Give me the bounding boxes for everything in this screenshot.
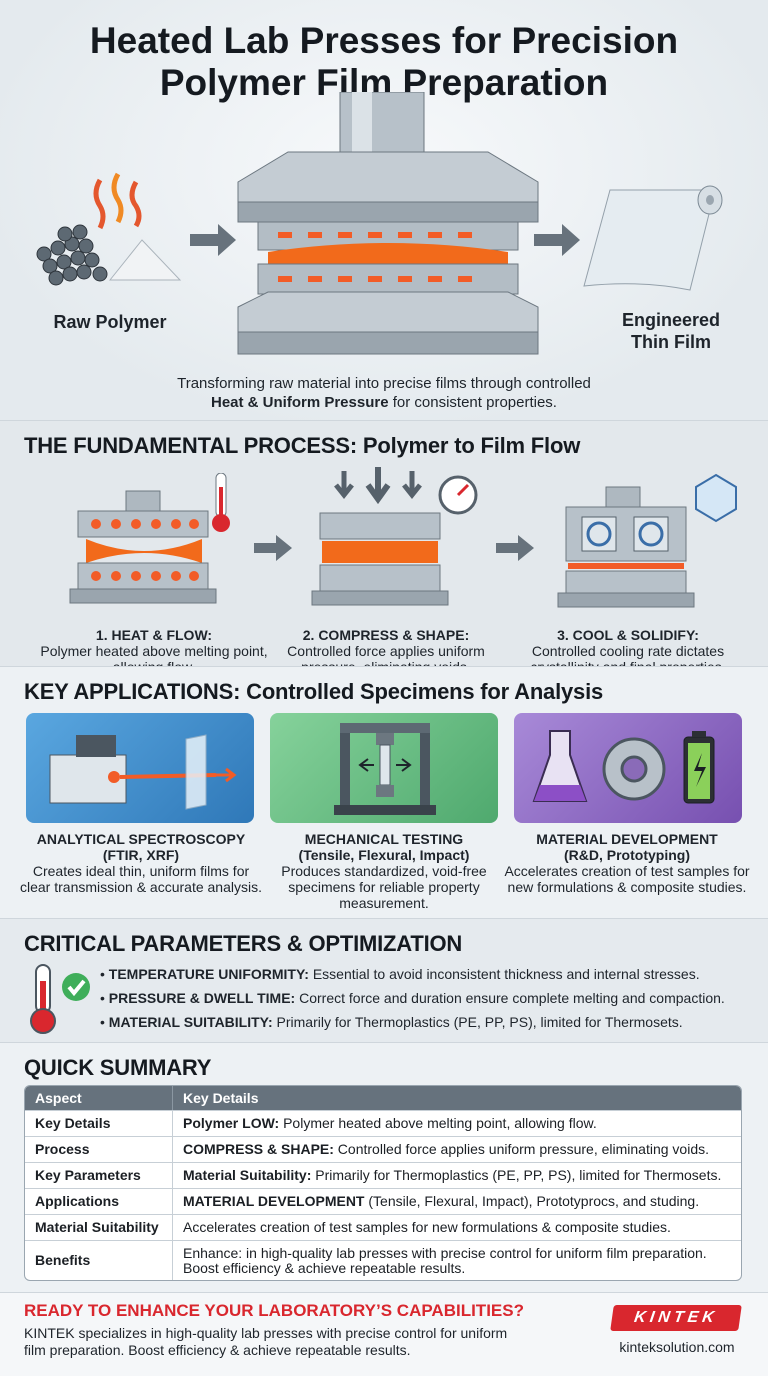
application-sub: (R&D, Prototyping) <box>564 847 690 863</box>
process-section: THE FUNDAMENTAL PROCESS: Polymer to Film… <box>0 420 768 675</box>
summary-heading: QUICK SUMMARY <box>24 1055 212 1080</box>
details-bold: COMPRESS & SHAPE: <box>183 1141 334 1157</box>
material-development-card <box>514 713 742 823</box>
compress-press-icon <box>311 467 478 606</box>
table-row: Applications MATERIAL DEVELOPMENT (Tensi… <box>25 1188 741 1214</box>
tagline-end: for consistent properties. <box>388 394 557 411</box>
parameters-section: CRITICAL PARAMETERS & OPTIMIZATION • TEM… <box>0 918 768 1042</box>
page-title-line1: Heated Lab Presses for Precision <box>89 20 679 61</box>
application-desc: Creates ideal thin, uniform films for cl… <box>20 863 262 895</box>
aspect-cell: Applications <box>25 1188 173 1214</box>
bullet-text: Primarily for Thermoplastics (PE, PP, PS… <box>272 1014 683 1030</box>
cta-text: KINTEK specializes in high-quality lab p… <box>24 1325 508 1358</box>
application-desc: Produces standardized, void-free specime… <box>281 863 487 911</box>
application-title: MATERIAL DEVELOPMENT <box>536 831 718 847</box>
spectroscopy-card <box>26 713 254 823</box>
table-row: Key Parameters Material Suitability: Pri… <box>25 1162 741 1188</box>
details-bold: Polymer LOW: <box>183 1115 280 1131</box>
kintek-logo[interactable]: KINTEK <box>610 1305 742 1331</box>
application-sub: (Tensile, Flexural, Impact) <box>298 847 470 863</box>
applications-heading: KEY APPLICATIONS: Controlled Specimens f… <box>24 679 604 704</box>
details-text: (Tensile, Flexural, Impact), Prototyproc… <box>364 1193 700 1209</box>
arrow-right-icon <box>534 224 580 256</box>
tagline-line1: Transforming raw material into precise f… <box>177 375 591 392</box>
raw-polymer-label: Raw Polymer <box>53 312 167 332</box>
details-cell: Polymer LOW: Polymer heated above meltin… <box>173 1110 741 1136</box>
heat-flow-press-icon <box>69 473 230 604</box>
bullet-label: TEMPERATURE UNIFORMITY: <box>108 966 309 982</box>
aspect-cell: Key Parameters <box>25 1162 173 1188</box>
details-cell: Enhance: in high-quality lab presses wit… <box>173 1240 741 1280</box>
tagline-line2: Heat & Uniform Pressure for consistent p… <box>0 393 768 412</box>
details-bold: MATERIAL DEVELOPMENT <box>183 1193 365 1209</box>
details-cell: MATERIAL DEVELOPMENT (Tensile, Flexural,… <box>173 1188 741 1214</box>
engineered-film-label-line1: Engineered <box>621 310 721 330</box>
parameter-bullet: • TEMPERATURE UNIFORMITY: Essential to a… <box>100 966 700 982</box>
table-row: Process COMPRESS & SHAPE: Controlled for… <box>25 1136 741 1162</box>
parameter-bullet: • MATERIAL SUITABILITY: Primarily for Th… <box>100 1014 683 1030</box>
summary-table: Aspect Key Details Key Details Polymer L… <box>24 1085 742 1281</box>
application-title: MECHANICAL TESTING <box>304 831 464 847</box>
application-desc: Accelerates creation of test samples for… <box>504 863 750 895</box>
thin-film-roll-icon <box>583 185 723 291</box>
application-mechanical-testing: MECHANICAL TESTING (Tensile, Flexural, I… <box>259 831 509 911</box>
hero-section: Heated Lab Presses for Precision Polymer… <box>0 0 768 420</box>
thermometer-check-icon <box>30 964 90 1034</box>
heated-press-illustration <box>237 92 539 355</box>
application-title: ANALYTICAL SPECTROSCOPY <box>36 831 246 847</box>
details-text: Accelerates creation of test samples for… <box>183 1219 671 1235</box>
application-sub: (FTIR, XRF) <box>102 847 180 863</box>
aspect-cell: Material Suitability <box>25 1214 173 1240</box>
tensile-tester-icon <box>334 723 436 815</box>
table-row: Benefits Enhance: in high-quality lab pr… <box>25 1240 741 1280</box>
bullet-text: Essential to avoid inconsistent thicknes… <box>308 966 700 982</box>
application-material-development: MATERIAL DEVELOPMENT (R&D, Prototyping) … <box>502 831 752 895</box>
polymer-pellets-icon <box>36 172 182 286</box>
arrow-right-icon <box>190 224 236 256</box>
tagline-emphasis: Heat & Uniform Pressure <box>211 394 389 411</box>
column-header: Key Details <box>173 1086 741 1110</box>
bullet-label: PRESSURE & DWELL TIME: <box>108 990 296 1006</box>
summary-section: QUICK SUMMARY Aspect Key Details Key Det… <box>0 1042 768 1292</box>
spectrometer-icon <box>49 734 237 810</box>
table-header-row: Aspect Key Details <box>25 1086 741 1110</box>
bullet-label: MATERIAL SUITABILITY: <box>108 1014 273 1030</box>
applications-section: KEY APPLICATIONS: Controlled Specimens f… <box>0 666 768 918</box>
step-title: 1. HEAT & FLOW: <box>95 627 213 643</box>
application-spectroscopy: ANALYTICAL SPECTROSCOPY (FTIR, XRF) Crea… <box>16 831 266 895</box>
step-title: 3. COOL & SOLIDIFY: <box>557 627 699 643</box>
column-header: Aspect <box>25 1086 173 1110</box>
aspect-cell: Key Details <box>25 1110 173 1136</box>
table-row: Key Details Polymer LOW: Polymer heated … <box>25 1110 741 1136</box>
aspect-cell: Process <box>25 1136 173 1162</box>
website-link[interactable]: kinteksolution.com <box>619 1339 735 1355</box>
hero-tagline: Transforming raw material into precise f… <box>0 374 768 412</box>
arrow-right-icon <box>254 535 292 561</box>
aspect-cell: Benefits <box>25 1240 173 1280</box>
details-bold: Material Suitability: <box>183 1167 312 1183</box>
details-text: Enhance: in high-quality lab presses wit… <box>183 1244 707 1276</box>
cta-section: READY TO ENHANCE YOUR LABORATORY’S CAPAB… <box>0 1292 768 1376</box>
cta-heading: READY TO ENHANCE YOUR LABORATORY’S CAPAB… <box>24 1301 524 1320</box>
details-cell: Accelerates creation of test samples for… <box>173 1214 741 1240</box>
engineered-film-label-line2: Thin Film <box>631 332 711 352</box>
details-text: Controlled force applies uniform pressur… <box>333 1141 709 1157</box>
details-text: Polymer heated above melting point, allo… <box>279 1115 597 1131</box>
bullet-text: Correct force and duration ensure comple… <box>295 990 725 1006</box>
details-text: Primarily for Thermoplastics (PE, PP, PS… <box>311 1167 722 1183</box>
arrow-right-icon <box>496 535 534 561</box>
cool-solidify-press-icon <box>557 473 737 608</box>
mechanical-testing-card <box>270 713 498 823</box>
parameters-heading: CRITICAL PARAMETERS & OPTIMIZATION <box>24 931 463 956</box>
step-title: 2. COMPRESS & SHAPE: <box>302 627 470 643</box>
details-cell: Material Suitability: Primarily for Ther… <box>173 1162 741 1188</box>
table-row: Material Suitability Accelerates creatio… <box>25 1214 741 1240</box>
details-cell: COMPRESS & SHAPE: Controlled force appli… <box>173 1136 741 1162</box>
process-heading: THE FUNDAMENTAL PROCESS: Polymer to Film… <box>24 433 581 458</box>
flask-gear-battery-icon <box>532 730 715 804</box>
parameter-bullet: • PRESSURE & DWELL TIME: Correct force a… <box>100 990 725 1006</box>
